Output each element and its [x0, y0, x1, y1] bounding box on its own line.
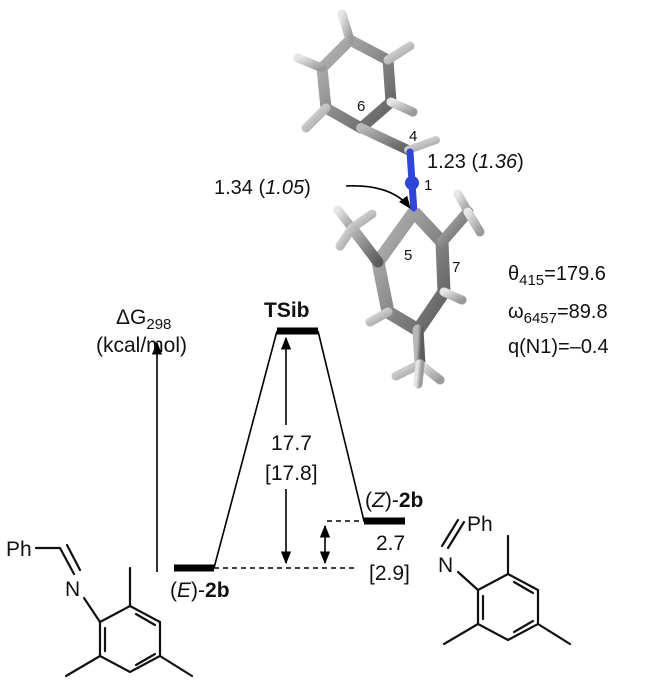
structure-E-2b: Ph N: [6, 538, 194, 678]
e-ph-label: Ph: [6, 538, 32, 561]
bond-length-n1-c5: 1.34 (1.05): [214, 177, 311, 199]
theta-param: θ415=179.6: [508, 263, 606, 289]
barrier-value: 17.7: [271, 432, 312, 455]
axis-units: (kcal/mol): [96, 334, 187, 357]
atom-label-1: 1: [424, 177, 432, 194]
atom-label-7: 7: [452, 259, 460, 276]
path-E-to-TS: [213, 330, 278, 569]
reaction-value: 2.7: [376, 532, 405, 555]
energy-axis: ΔG298 (kcal/mol): [96, 306, 187, 572]
bond-pointer-arrow: [345, 185, 411, 210]
mesityl-ring: [333, 189, 493, 389]
molecule-3d: 6 4 1 5 7 1.23 (1.36) 1.34 (1.05): [214, 9, 524, 389]
reaction-bracket: [2.9]: [369, 562, 410, 585]
e-2b-label: (E)-2b: [170, 579, 230, 602]
structure-Z-2b: Ph N: [438, 513, 572, 646]
axis-label: ΔG298: [116, 306, 171, 333]
atom-label-4: 4: [409, 128, 417, 145]
ts-label: TSib: [264, 299, 310, 322]
z-2b-label: (Z)-2b: [365, 489, 423, 512]
e-n-label: N: [65, 578, 80, 601]
bond-n1-c5: [408, 179, 418, 216]
barrier-bracket: [17.8]: [265, 462, 318, 485]
parameters: θ415=179.6 ω6457=89.8 q(N1)=–0.4: [508, 263, 609, 358]
energy-profile: 17.7 [17.8] TSib (E)-2b (Z)-2b 2.7 [2.9]: [170, 299, 423, 602]
z-n-label: N: [438, 554, 453, 577]
charge-param: q(N1)=–0.4: [508, 336, 609, 358]
bond-length-c4-n1: 1.23 (1.36): [427, 151, 524, 173]
z-ph-label: Ph: [467, 513, 493, 536]
omega-param: ω6457=89.8: [508, 301, 608, 327]
atom-label-6: 6: [357, 98, 365, 115]
phenyl-ring: [293, 9, 418, 134]
atom-label-5: 5: [404, 247, 412, 264]
path-TS-to-Z: [317, 330, 365, 522]
